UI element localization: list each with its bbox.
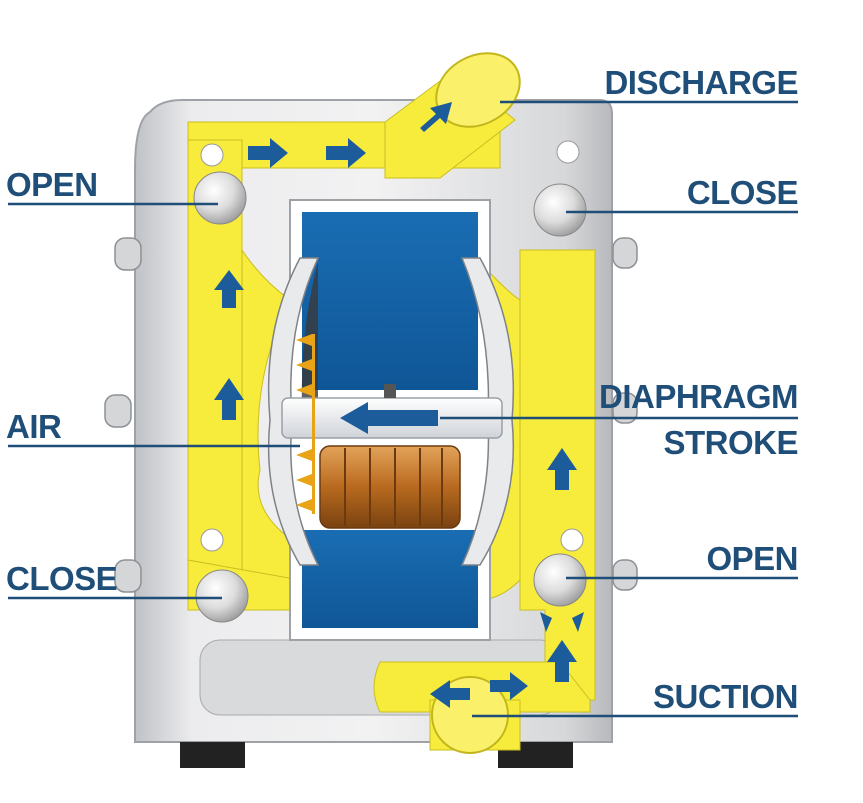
arrow-icon	[420, 102, 452, 132]
ball-valve-icon	[195, 569, 249, 623]
arrow-icon	[214, 378, 244, 420]
label-open-bottom-right: OPEN	[706, 540, 798, 577]
label-close-top-right: CLOSE	[687, 174, 798, 211]
arrow-icon	[490, 672, 528, 700]
label-close-bottom-left: CLOSE	[6, 560, 117, 597]
piston-spool	[319, 445, 461, 529]
foot-left	[180, 742, 245, 768]
ball-valve-icon	[533, 183, 587, 237]
arrow-icon	[547, 640, 577, 682]
arrow-icon	[340, 402, 438, 434]
diaphragm-right	[460, 257, 515, 566]
arrow-icon	[326, 138, 366, 168]
flow-arrows	[214, 102, 584, 708]
chamber-bottom	[302, 530, 478, 628]
arrow-icon	[430, 680, 470, 708]
diaphragm-left	[267, 257, 320, 566]
label-suction: SUCTION	[653, 678, 798, 715]
arrow-icon	[248, 138, 288, 168]
chamber-top	[302, 212, 478, 390]
check-balls	[193, 140, 587, 623]
labels: DISCHARGE OPEN CLOSE DIAPHRAGM STROKE AI…	[6, 64, 799, 715]
label-stroke: STROKE	[663, 424, 798, 461]
arrow-icon	[547, 448, 577, 490]
leader-lines	[8, 100, 798, 718]
piston-rings	[344, 448, 443, 526]
ball-valve-icon	[533, 553, 587, 607]
label-diaphragm: DIAPHRAGM	[599, 378, 798, 415]
ball-valve-icon	[193, 171, 247, 225]
label-open-top-left: OPEN	[6, 166, 98, 203]
air-pressure-arrows	[296, 334, 315, 514]
label-air: AIR	[6, 408, 62, 445]
bolt-heads	[104, 237, 638, 593]
label-discharge: DISCHARGE	[604, 64, 798, 101]
arrow-icon	[214, 270, 244, 308]
